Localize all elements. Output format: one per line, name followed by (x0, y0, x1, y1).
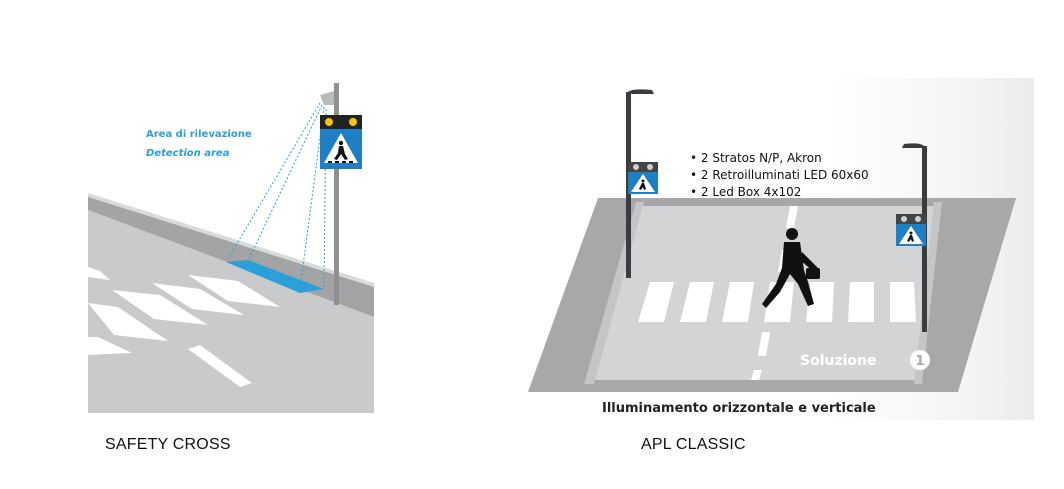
led-box-left (628, 162, 658, 172)
lane-marking (188, 345, 252, 387)
sensor-head (320, 91, 334, 105)
pedestrian-icon (639, 179, 646, 190)
pedestrian-icon (907, 231, 914, 242)
zebra-stripe (722, 282, 754, 322)
road-edge (914, 202, 942, 384)
sign-pole (334, 83, 339, 305)
safety-cross-scene: Area di rilevazione Detection area (88, 75, 374, 413)
lane-marking (758, 332, 770, 356)
zebra-stripe (88, 267, 110, 280)
led-light (647, 164, 653, 170)
flashing-light (349, 118, 357, 126)
zebra-crossing (88, 267, 280, 355)
solution-number-badge (910, 350, 930, 370)
led-light (901, 216, 907, 222)
solution-number: 1 (915, 354, 924, 369)
apl-classic-caption: APL CLASSIC (641, 436, 746, 453)
led-light (915, 216, 921, 222)
solution-label: Soluzione (800, 353, 877, 369)
road-surface (588, 206, 938, 380)
detection-beam (247, 104, 323, 262)
lane-marking (751, 370, 762, 380)
zebra-stripe (638, 282, 674, 322)
zebra-stripe (890, 282, 916, 322)
curb-edge (88, 193, 374, 287)
detection-area-label-it: Area di rilevazione (146, 129, 252, 140)
lamp-head-right (902, 143, 924, 148)
apl-classic-illustration: • 2 Stratos N/P, Akron • 2 Retroillumina… (528, 78, 1034, 420)
zebra-crossing (638, 282, 916, 322)
flashing-light (325, 118, 333, 126)
detection-beam (299, 106, 325, 290)
illumination-subtitle: Illuminamento orizzontale e verticale (602, 401, 876, 416)
lane-marking (786, 206, 798, 228)
bullet-item: • 2 Retroilluminati LED 60x60 (690, 168, 869, 182)
zebra-stripe (88, 337, 132, 355)
bullet-item: • 2 Stratos N/P, Akron (690, 151, 822, 165)
safety-cross-caption: SAFETY CROSS (105, 436, 231, 453)
zebra-stripe (152, 283, 244, 315)
zebra-stripe (680, 282, 714, 322)
lamp-head-left (628, 89, 654, 94)
zebra-stripe (112, 290, 208, 325)
led-light (633, 164, 639, 170)
zebra-stripe (88, 303, 168, 341)
zebra-stripe (806, 282, 834, 322)
zebra-stripe (188, 275, 280, 307)
detection-pad (226, 260, 324, 293)
bullet-item: • 2 Led Box 4x102 (690, 185, 801, 199)
zebra-stripe (848, 282, 874, 322)
pedestrian-icon (334, 140, 348, 160)
pedestrian-silhouette (762, 228, 820, 308)
sign-stripes (328, 161, 353, 163)
detection-area-label-en: Detection area (146, 148, 230, 159)
safety-cross-illustration: Area di rilevazione Detection area (88, 75, 374, 413)
apl-classic-scene: • 2 Stratos N/P, Akron • 2 Retroillumina… (528, 78, 1034, 420)
led-box-right (896, 214, 926, 224)
